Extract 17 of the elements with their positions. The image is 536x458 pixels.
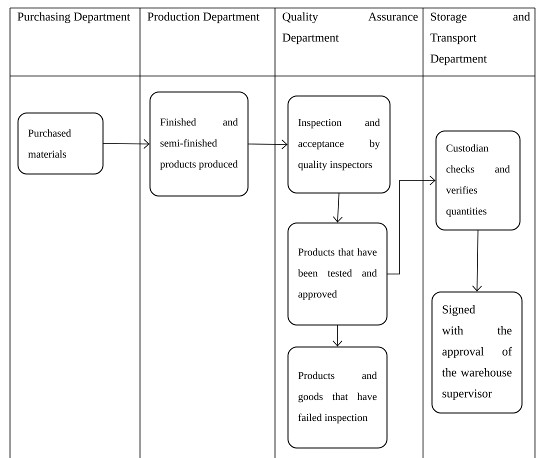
column-header: Quality Assurance Department xyxy=(282,12,418,44)
process-box: Purchased materials xyxy=(18,112,104,174)
arrow xyxy=(387,176,436,274)
arrow xyxy=(248,140,288,150)
process-box: Inspection and acceptance by quality inspectors xyxy=(288,96,390,194)
arrow xyxy=(472,230,482,292)
arrow xyxy=(332,193,343,222)
process-box: Products and goods that have failed inspection xyxy=(288,346,388,448)
process-box: Signed with the approval of the warehouse supervisor xyxy=(432,292,522,414)
process-box: Custodian checks and verifies quantities xyxy=(436,130,520,230)
column-header: Production Department xyxy=(148,12,260,24)
process-box: Products that have been tested and approved xyxy=(288,222,388,326)
arrow xyxy=(332,325,342,346)
process-box: Finished and semi-finished products produced xyxy=(150,92,248,196)
column-header: Purchasing Department xyxy=(18,12,130,24)
arrow xyxy=(103,139,150,149)
column-header: Storage and Transport Department xyxy=(430,12,530,66)
